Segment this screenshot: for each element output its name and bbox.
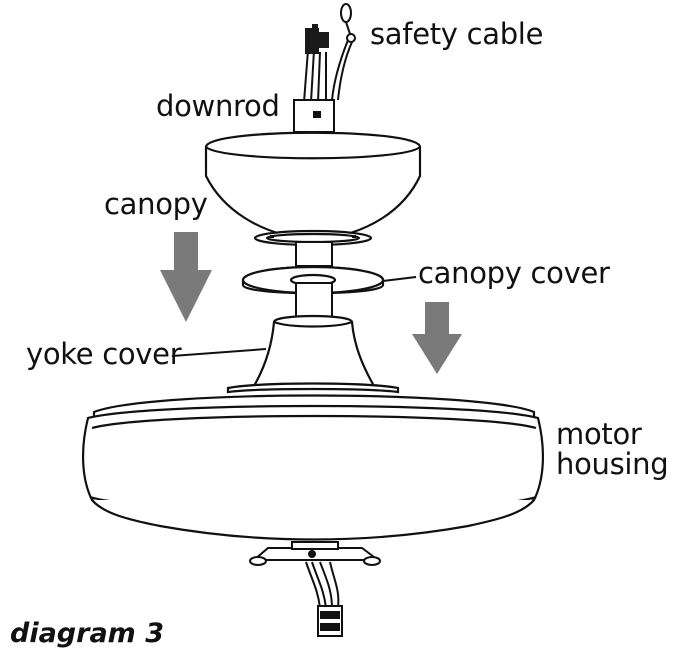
diagram-caption: diagram 3	[10, 618, 164, 649]
bottom-wires	[305, 561, 340, 609]
leader-lines	[171, 276, 417, 357]
safety-cable	[331, 3, 356, 101]
wire-connector-block	[305, 24, 329, 54]
canopy-cover-label: canopy cover	[418, 256, 610, 290]
bottom-mount-plate	[249, 541, 381, 566]
motor-housing-shape	[81, 382, 545, 541]
yoke-cover-label: yoke cover	[26, 337, 182, 371]
downrod-shape	[293, 99, 335, 133]
top-wires	[303, 49, 327, 103]
canopy-shape	[204, 131, 422, 247]
yoke-cover-shape	[252, 314, 376, 388]
downrod-middle	[295, 241, 333, 267]
arrow-down-icon	[160, 232, 212, 322]
arrow-down-icon	[412, 302, 462, 374]
wire-connector-plug	[317, 605, 343, 637]
downrod-label: downrod	[156, 89, 280, 123]
motor-housing-label-line1: motor	[556, 417, 642, 451]
motor-housing-label-line2: housing	[556, 447, 669, 481]
safety-cable-label: safety cable	[370, 17, 544, 51]
canopy-label: canopy	[104, 187, 208, 221]
